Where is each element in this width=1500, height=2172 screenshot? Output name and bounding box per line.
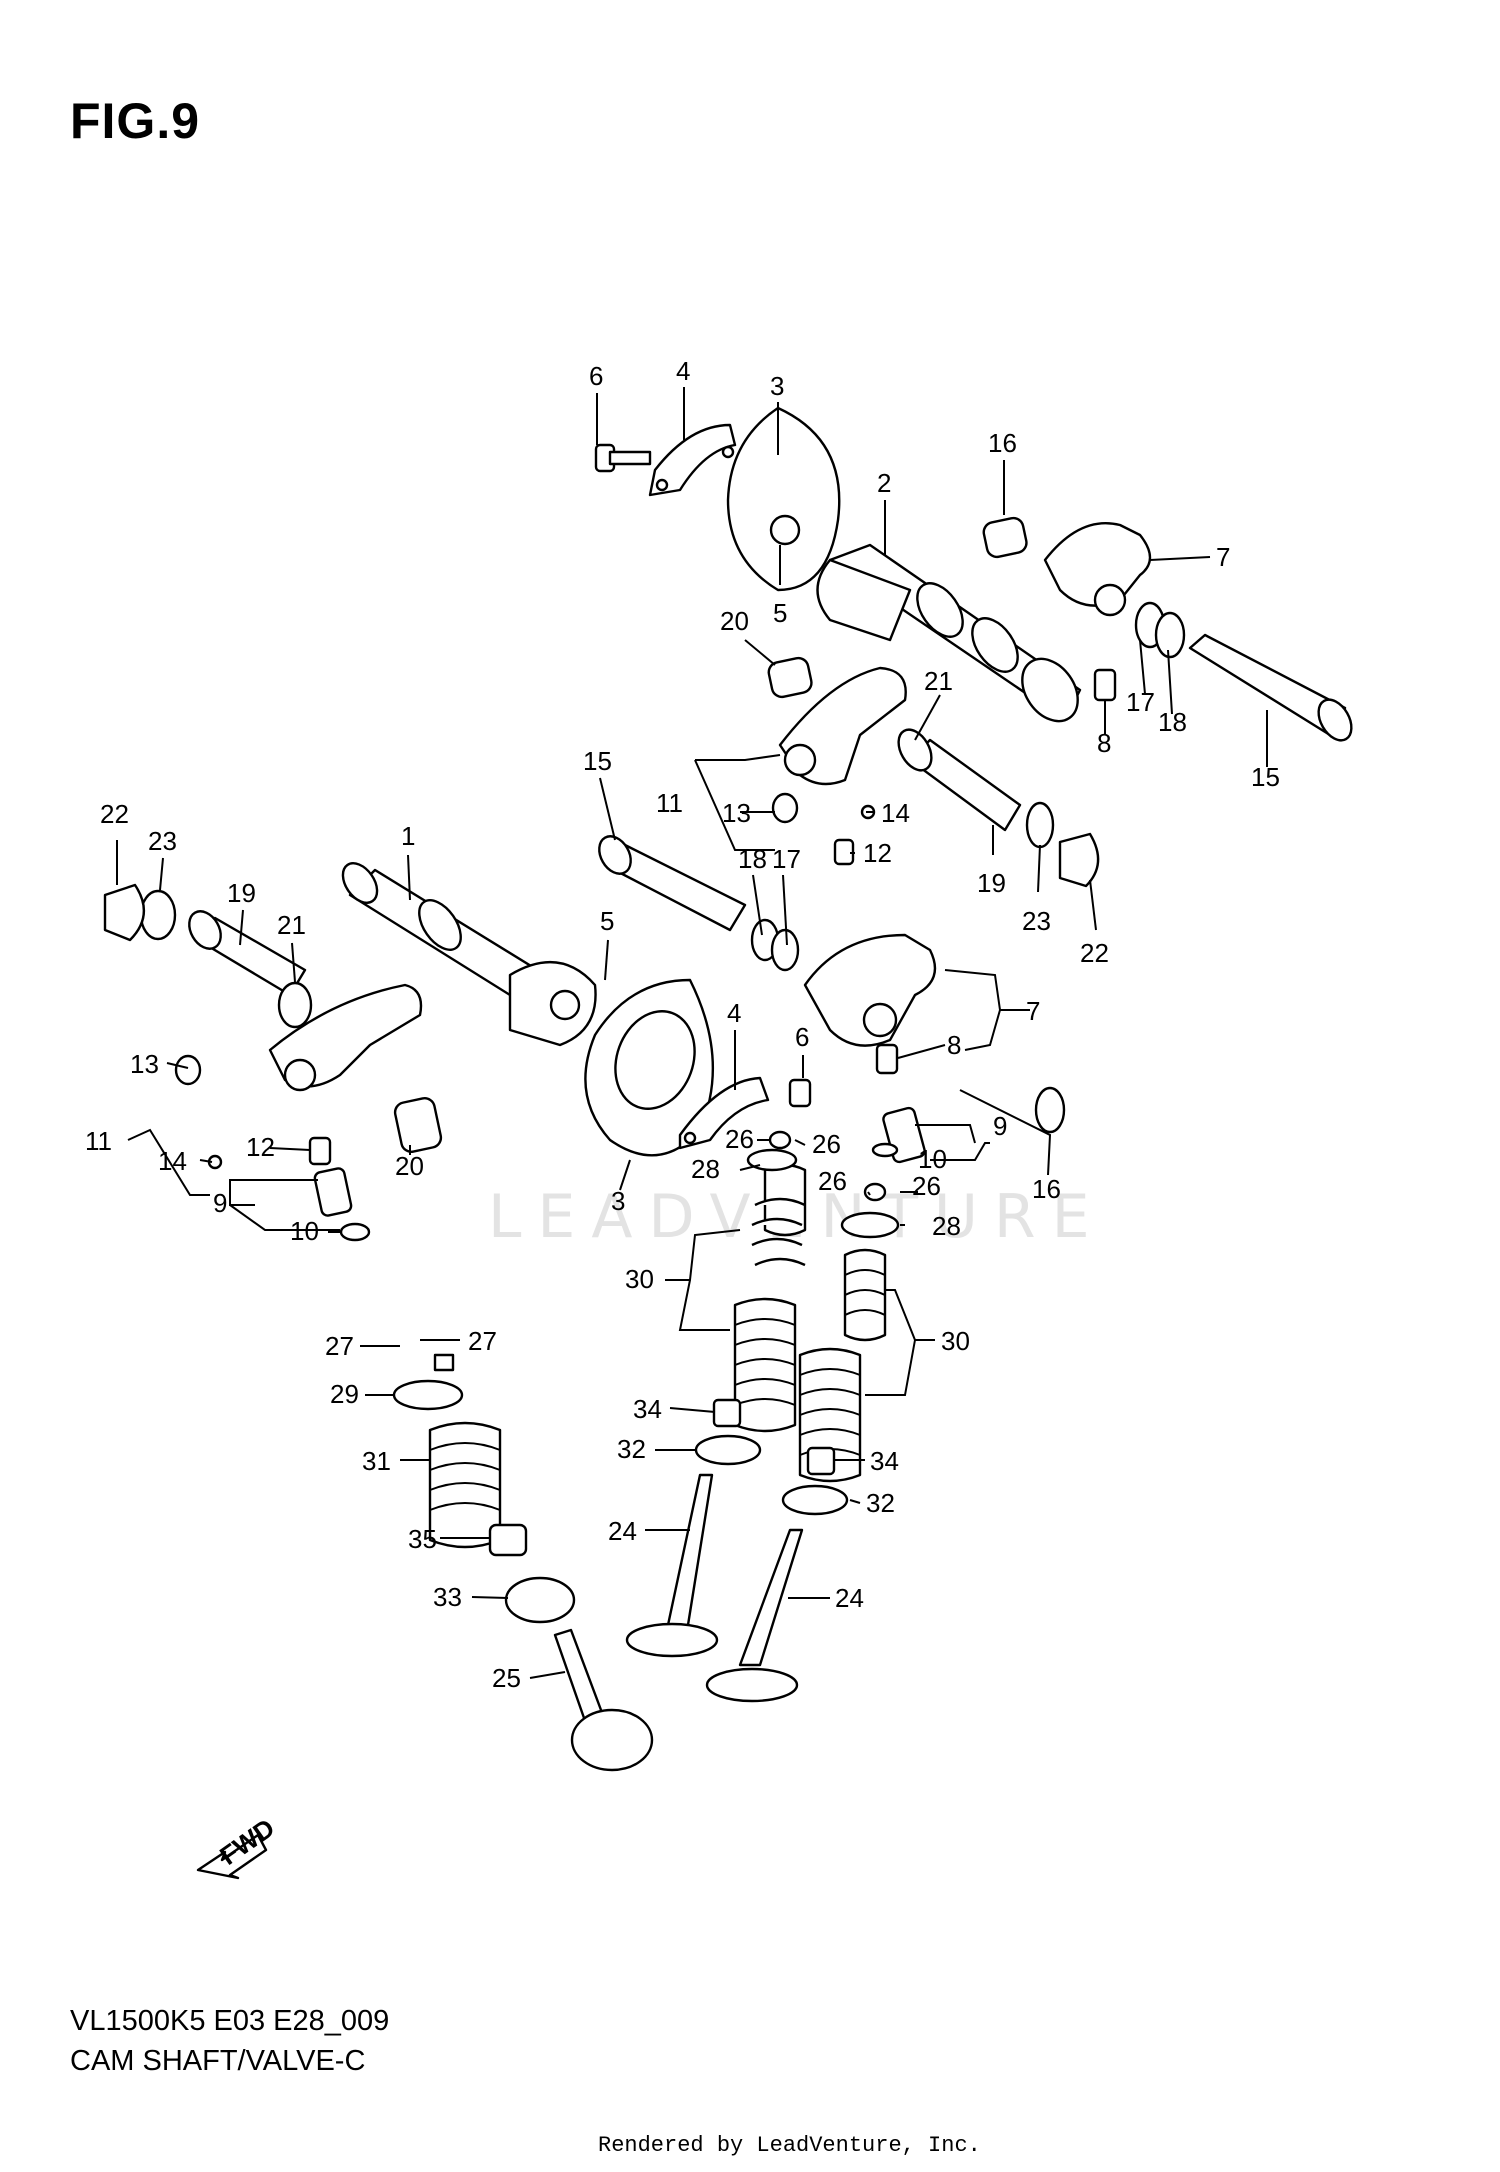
callout: 12 [863,838,892,868]
callout: 13 [130,1049,159,1079]
callout: 32 [866,1488,895,1518]
callout: 31 [362,1446,391,1476]
figure-title: FIG.9 [70,93,201,149]
callout: 30 [625,1264,654,1294]
callout: 6 [589,361,603,391]
callout: 7 [1026,996,1040,1026]
callout: 26 [725,1124,754,1154]
rendered-by-credit: Rendered by LeadVenture, Inc. [598,2133,981,2158]
callout: 28 [932,1211,961,1241]
part-rocker-shaft-upper-19 [897,728,1100,888]
part-bolt-lower-6 [788,1078,812,1108]
part-sprocket-cover-upper-4 [648,423,737,497]
callout: 21 [924,666,953,696]
callout: 14 [881,798,910,828]
callout: 18 [738,844,767,874]
callout: 2 [877,468,891,498]
callout: 16 [988,428,1017,458]
callout: 33 [433,1582,462,1612]
callout: 20 [395,1151,424,1181]
callout: 19 [227,878,256,908]
callout: 24 [608,1516,637,1546]
callout: 9 [213,1188,227,1218]
callout: 32 [617,1434,646,1464]
fwd-arrow-icon: FWD [196,1812,280,1880]
callout: 3 [770,371,784,401]
callout: 8 [947,1030,961,1060]
part-adjusters-lower-right [871,1043,1066,1164]
callout: 15 [1251,762,1280,792]
part-valve-springs-center [694,1148,807,1466]
callout: 22 [100,799,129,829]
part-rocker-arm-upper-7 [1043,522,1152,617]
callout: 27 [325,1331,354,1361]
callout: 3 [611,1186,625,1216]
callout: 11 [656,788,683,818]
callout: 17 [772,844,801,874]
callout: 22 [1080,938,1109,968]
model-code: VL1500K5 E03 E28_009 [70,2005,390,2037]
part-camshaft-1 [341,862,597,1047]
callout: 5 [773,598,787,628]
part-cam-sprocket-lower-3 [584,978,714,1157]
part-shims-upper [767,516,1186,702]
callout: 17 [1126,687,1155,717]
part-rocker-shaft-middle-15 [598,835,800,972]
part-rocker-shaft-lower-19 [103,883,313,1029]
part-valve-springs-right [781,1211,900,1516]
callout: 34 [633,1394,662,1424]
part-valves [553,1473,804,1772]
callout: 35 [408,1524,437,1554]
callout: 24 [835,1583,864,1613]
callout: 19 [977,868,1006,898]
part-rocker-arm-lower-7 [803,933,937,1047]
callout: 25 [492,1663,521,1693]
callout: 18 [1158,707,1187,737]
part-rocker-shaft-upper-15 [1188,633,1353,742]
leader-lines [116,387,1268,1679]
callout: 14 [158,1146,187,1176]
part-valve-spring-left [392,1353,576,1624]
callout: 5 [600,906,614,936]
callout: 8 [1097,728,1111,758]
figure-caption: CAM SHAFT/VALVE-C [70,2045,366,2077]
part-bolt-upper-6 [594,443,652,473]
part-camshaft-2 [816,543,1082,723]
callout: 4 [727,998,741,1028]
callout: 7 [1216,542,1230,572]
callout-labels: 6 4 3 16 2 7 5 20 17 18 8 15 21 15 11 13… [85,356,1280,1693]
callout: 30 [941,1326,970,1356]
callout: 9 [993,1111,1007,1141]
callout: 27 [468,1326,497,1356]
callout: 12 [246,1132,275,1162]
callout: 26 [912,1171,941,1201]
part-rocker-arm-upper-11 [771,666,907,866]
callout: 10 [290,1216,319,1246]
callout: 23 [1022,906,1051,936]
callout: 23 [148,826,177,856]
callout: 15 [583,746,612,776]
callout: 21 [277,910,306,940]
callout: 11 [85,1126,112,1156]
callout: 34 [870,1446,899,1476]
part-sprocket-cover-lower-4 [678,1076,770,1150]
part-rocker-arm-lower-11 [174,983,443,1170]
callout: 20 [720,606,749,636]
callout: 13 [722,798,751,828]
callout: 10 [918,1144,947,1174]
callout: 29 [330,1379,359,1409]
callout: 28 [691,1154,720,1184]
callout: 4 [676,356,690,386]
callout: 16 [1032,1174,1061,1204]
callout: 26 [818,1166,847,1196]
part-cam-sprocket-upper-3 [726,406,841,592]
part-adjusters-lower-left [313,1167,371,1242]
callout: 26 [812,1129,841,1159]
callout: 6 [795,1022,809,1052]
callout: 1 [401,821,415,851]
